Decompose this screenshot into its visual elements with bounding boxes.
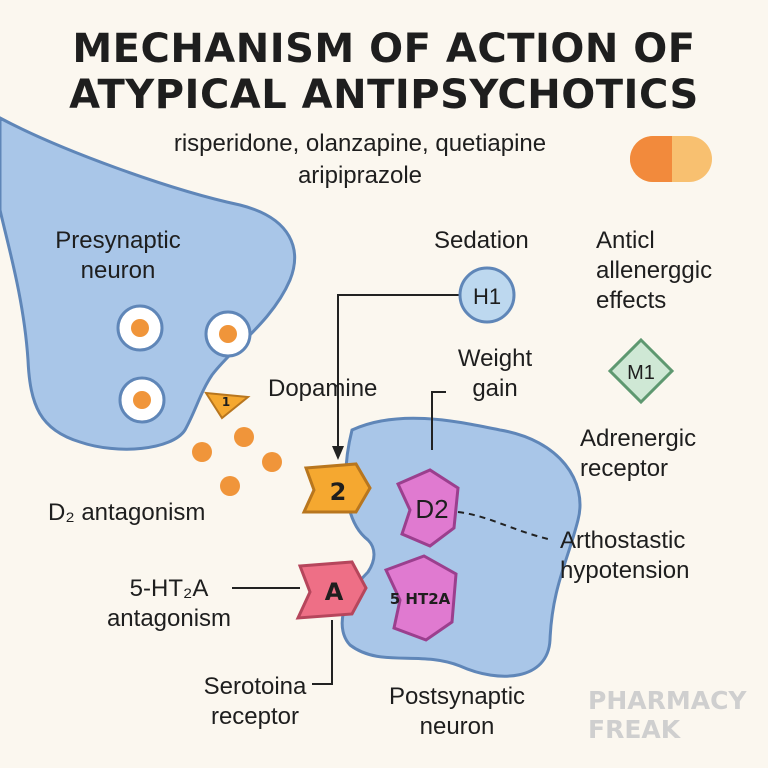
presynaptic-label-line: neuron: [80, 257, 156, 284]
watermark-line: FREAK: [588, 715, 681, 744]
m1-receptor: M1: [607, 337, 675, 405]
serotonin-connector: [312, 620, 333, 685]
serotonin-label-line: Serotoina: [203, 673, 307, 700]
dopamine-molecule: [262, 452, 282, 472]
title-line-1: MECHANISM OF ACTION OF: [72, 26, 696, 72]
sedation-connector: [337, 294, 462, 448]
serotonin-label-line: receptor: [210, 703, 300, 730]
dopamine-label: Dopamine: [268, 375, 378, 402]
presynaptic-label-line: Presynaptic: [55, 227, 181, 254]
dopamine-molecule: [234, 427, 254, 447]
ht2a-receptor: 5 HT2A: [383, 554, 458, 642]
weight-gain-label-line: gain: [472, 375, 518, 402]
dopamine-molecule: [220, 476, 240, 496]
vesicle: [116, 304, 164, 352]
d2-antagonism-label: D₂ antagonism: [48, 499, 206, 526]
weight-gain-connector: [431, 391, 446, 450]
svg-text:A: A: [325, 578, 344, 606]
drug-list-line-1: risperidone, olanzapine, quetiapine: [173, 130, 547, 157]
weight-gain-label: Weight gain: [440, 344, 550, 404]
dopamine-molecule: [192, 442, 212, 462]
drug-list-line-2: aripiprazole: [297, 162, 423, 189]
pill-capsule-icon: [630, 136, 712, 182]
dopamine-arrowhead: [332, 446, 344, 460]
svg-text:D2: D2: [415, 494, 448, 524]
anticholinergic-label-line: effects: [596, 287, 667, 314]
drug-a-molecule: A: [295, 560, 368, 620]
title-line-2: ATYPICAL ANTIPSYCHOTICS: [69, 72, 699, 118]
anticholinergic-label-line: Anticl: [596, 227, 655, 254]
serotonin-receptor-label: Serotoina receptor: [190, 672, 320, 732]
svg-text:H1: H1: [473, 284, 501, 309]
pharmacy-freak-watermark: PHARMACY FREAK: [588, 686, 748, 744]
orthostatic-label-line: Arthostastic: [560, 527, 686, 554]
postsynaptic-label-line: Postsynaptic: [388, 683, 526, 710]
sedation-label: Sedation: [434, 227, 529, 254]
postsynaptic-label-line: neuron: [419, 713, 495, 740]
weight-gain-label-line: Weight: [457, 345, 533, 372]
svg-text:5 HT2A: 5 HT2A: [390, 590, 451, 608]
orthostatic-connector: [457, 511, 553, 541]
ht2a-antagonism-label-line: antagonism: [106, 605, 232, 632]
vesicle: [204, 310, 252, 358]
svg-text:1: 1: [222, 395, 230, 409]
anticholinergic-label-line: allenerggic: [596, 257, 713, 284]
ht2a-antagonism-label: 5-HT₂A antagonism: [84, 574, 254, 634]
orthostatic-hypotension-label: Arthostastic hypotension: [560, 526, 689, 586]
d2-receptor: D2: [395, 468, 460, 548]
ht2a-antagonism-label-line: 5-HT₂A: [129, 575, 209, 602]
h1-receptor: H1: [458, 266, 516, 324]
drug-2-molecule: 2: [301, 462, 372, 514]
presynaptic-neuron: [0, 116, 297, 451]
watermark-line: PHARMACY: [588, 686, 747, 715]
adrenergic-label-line: receptor: [580, 455, 669, 482]
anticholinergic-label: Anticl allenerggic effects: [596, 226, 712, 316]
postsynaptic-neuron-label: Postsynaptic neuron: [372, 682, 542, 742]
orthostatic-label-line: hypotension: [560, 557, 690, 584]
svg-text:2: 2: [330, 478, 347, 506]
svg-text:M1: M1: [627, 362, 655, 384]
presynaptic-neuron-label: Presynaptic neuron: [28, 226, 208, 286]
postsynaptic-neuron: [340, 416, 582, 678]
adrenergic-label-line: Adrenergic: [580, 425, 697, 452]
vesicle: [118, 376, 166, 424]
drug-1-molecule: 1: [204, 391, 251, 420]
adrenergic-receptor-label: Adrenergic receptor: [580, 424, 696, 484]
